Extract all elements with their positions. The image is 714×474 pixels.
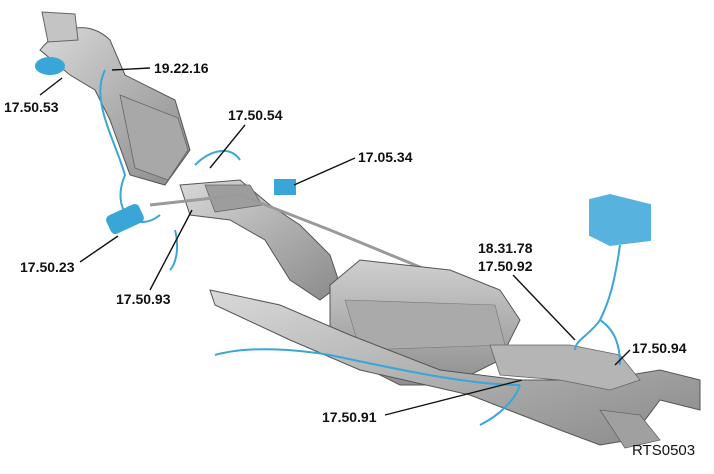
callout-17-05-34: 17.05.34 <box>358 149 413 165</box>
callout-17-50-23: 17.50.23 <box>20 259 75 275</box>
front-pipe <box>149 179 501 302</box>
harness-17.50.54 <box>194 150 241 166</box>
harness-lower <box>214 348 521 386</box>
sensor-17.05.34 <box>274 179 296 195</box>
callout-17-50-54: 17.50.54 <box>228 107 283 123</box>
leader-18.31.78 <box>512 274 576 341</box>
leader-17.50.54 <box>209 124 246 169</box>
leader-17.50.91 <box>384 379 523 416</box>
leader-17.50.93 <box>149 209 193 291</box>
leader-17.05.34 <box>293 157 356 186</box>
callout-17-50-94: 17.50.94 <box>632 340 687 356</box>
sensor-highlights <box>35 57 651 426</box>
callout-18-31-78: 18.31.78 <box>478 240 533 256</box>
rear-pipe <box>209 289 701 449</box>
leader-17.50.23 <box>79 235 119 263</box>
callout-17-50-93: 17.50.93 <box>116 291 171 307</box>
callout-17-50-53: 17.50.53 <box>4 99 59 115</box>
catalytic-converter <box>39 11 191 186</box>
leader-17.50.94 <box>614 349 631 366</box>
connector-17.50.23 <box>106 203 144 235</box>
callout-17-50-92: 17.50.92 <box>478 258 533 274</box>
callout-19-22-16: 19.22.16 <box>154 60 209 76</box>
sensor-17.50.53 <box>35 57 65 75</box>
leader-19.22.16 <box>111 67 151 71</box>
leader-lines <box>39 67 631 416</box>
harness-rear <box>574 244 621 351</box>
harness-17.50.91 <box>479 384 521 426</box>
figure-reference: RTS0503 <box>632 442 696 459</box>
leader-17.50.53 <box>39 77 63 96</box>
sensor-module-rear <box>589 193 651 247</box>
harness-17.50.93 <box>169 229 179 271</box>
callout-17-50-91: 17.50.91 <box>322 409 377 425</box>
